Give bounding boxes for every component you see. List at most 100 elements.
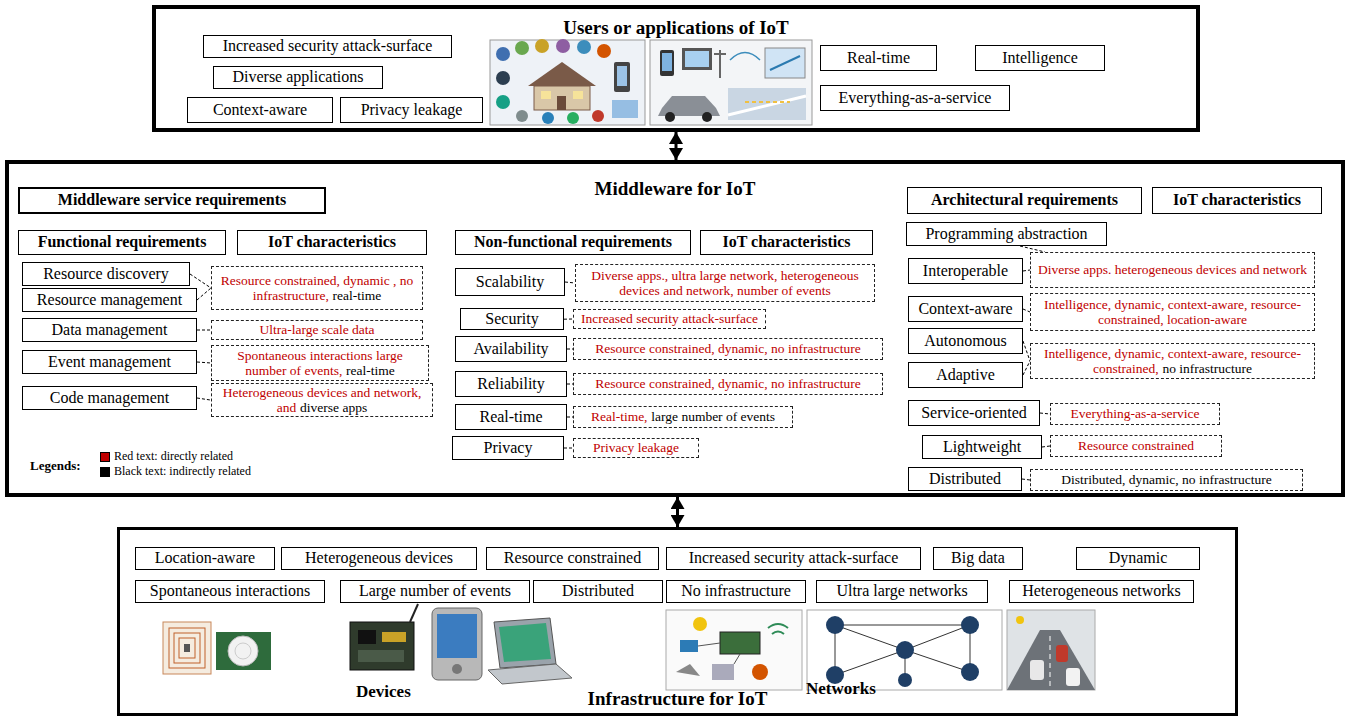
text-wrap: Context-aware [918, 300, 1012, 318]
item-box: Availability [455, 336, 567, 362]
node-text: Intelligence [1002, 49, 1078, 66]
node-text: Real-time [479, 408, 542, 425]
node-text: Service-oriented [921, 404, 1027, 421]
node-text: Context-aware [918, 300, 1012, 317]
characteristic-note: Privacy leakage [573, 438, 699, 458]
item-box: Intelligence [975, 45, 1105, 71]
band-title: Infrastructure for IoT [120, 688, 1235, 710]
node-text: Increased security attack-surface [581, 311, 758, 326]
dashed-link [1042, 446, 1050, 447]
layer-arrow [676, 497, 679, 527]
node-text: Resource constrained, dynamic, no infras… [595, 376, 860, 391]
dashed-link [197, 362, 211, 363]
legend-row: Red text: directly related [100, 449, 233, 464]
text-wrap: Heterogeneous devices [305, 549, 453, 567]
node-text: Resource constrained [1078, 438, 1194, 453]
text-wrap: Increased security attack-surface [581, 311, 758, 326]
text-wrap: Real-time [479, 408, 542, 426]
item-box: Event management [22, 350, 197, 374]
node-text: Programming abstraction [925, 225, 1087, 242]
text-wrap: Diverse apps., ultra large network, hete… [580, 268, 870, 298]
node-text: Adaptive [936, 366, 995, 383]
legend-swatch [100, 467, 110, 477]
text-wrap: Diverse apps. heterogeneous devices and … [1038, 262, 1307, 277]
item-box: Increased security attack-surface [203, 35, 452, 58]
text-wrap: Privacy [484, 439, 533, 457]
item-box: Reliability [455, 371, 567, 397]
item-box: Privacy leakage [340, 97, 483, 123]
node-text: Increased security attack-surface [223, 37, 433, 54]
characteristic-note: Resource constrained, dynamic, no infras… [573, 338, 883, 360]
node-text: Resource management [37, 291, 182, 308]
node-text: large number of events [651, 409, 775, 424]
node-text: Increased security attack-surface [689, 549, 899, 566]
node-text: no infrastructure [1162, 361, 1252, 376]
node-text: Resource constrained [504, 549, 641, 566]
item-box: Heterogeneous networks [1009, 580, 1194, 603]
item-box: Large number of events [340, 580, 530, 603]
text-wrap: Adaptive [936, 366, 995, 384]
header-box: Non-functional requirements [455, 230, 691, 255]
text-wrap: Availability [473, 340, 548, 358]
node-text: Autonomous [924, 332, 1007, 349]
node-text: No infrastructure [681, 582, 791, 599]
text-wrap: Spontaneous interactions large number of… [216, 348, 424, 378]
node-text: Big data [951, 549, 1005, 566]
node-text: Non-functional requirements [474, 233, 672, 250]
characteristic-note: Increased security attack-surface [573, 309, 766, 329]
layer-arrow [675, 132, 678, 160]
node-text: Privacy leakage [361, 101, 463, 118]
node-text: Resource constrained, dynamic , no infra… [221, 273, 414, 303]
node-text: Middleware service requirements [58, 191, 286, 208]
text-wrap: Programming abstraction [925, 225, 1087, 243]
free-label: Networks [806, 679, 876, 699]
node-text: Event management [48, 353, 171, 370]
node-text: Dynamic [1109, 549, 1168, 566]
characteristic-note: Intelligence, dynamic, context-aware, re… [1030, 293, 1315, 331]
text-wrap: Large number of events [359, 582, 511, 600]
node-text: Location-aware [155, 549, 255, 566]
characteristic-note: Ultra-large scale data [211, 320, 423, 340]
node-text: Privacy [484, 439, 533, 456]
layer-band: Middleware for IoTMiddleware service req… [5, 160, 1345, 497]
text-wrap: Privacy leakage [361, 101, 463, 119]
text-wrap: Diverse applications [232, 68, 363, 86]
dashed-link [1022, 479, 1030, 480]
item-box: Lightweight [922, 435, 1042, 459]
item-box: Location-aware [135, 547, 275, 570]
text-wrap: Scalability [476, 273, 544, 291]
node-text: Reliability [477, 375, 545, 392]
header-box: Middleware service requirements [18, 187, 326, 214]
header-box: Functional requirements [18, 230, 226, 255]
header-box: IoT characteristics [1152, 187, 1322, 214]
item-box: Context-aware [908, 296, 1023, 322]
characteristic-note: Resource constrained, dynamic, no infras… [573, 373, 883, 395]
text-wrap: Resource management [37, 291, 182, 309]
characteristic-note: Diverse apps., ultra large network, hete… [575, 264, 875, 302]
node-text: Ultra-large scale data [259, 322, 374, 337]
text-wrap: Intelligence, dynamic, context-aware, re… [1035, 346, 1310, 376]
characteristic-note: Diverse apps. heterogeneous devices and … [1030, 252, 1315, 288]
text-wrap: Security [485, 310, 538, 328]
text-wrap: Intelligence [1002, 49, 1078, 67]
text-wrap: Spontaneous interactions [150, 582, 310, 600]
text-wrap: Real-time [847, 49, 910, 67]
dashed-link [1040, 413, 1050, 414]
characteristic-note: Everything-as-a-service [1050, 403, 1220, 425]
text-wrap: No infrastructure [681, 582, 791, 600]
node-text: Availability [473, 340, 548, 357]
text-wrap: Increased security attack-surface [689, 549, 899, 567]
node-text: Distributed [562, 582, 634, 599]
characteristic-note: Real-time,large number of events [573, 406, 793, 428]
dashed-link [1023, 309, 1030, 312]
node-text: Lightweight [943, 438, 1021, 455]
node-text: diverse apps [300, 400, 367, 415]
text-wrap: Lightweight [943, 438, 1021, 456]
text-wrap: Resource constrained [1078, 438, 1194, 453]
text-wrap: Distributed [562, 582, 634, 600]
node-text: IoT characteristics [268, 233, 396, 250]
node-text: Real-time [847, 49, 910, 66]
characteristic-note: Spontaneous interactions large number of… [211, 345, 429, 381]
text-wrap: Real-time,large number of events [591, 409, 775, 424]
node-text: Context-aware [213, 101, 307, 118]
